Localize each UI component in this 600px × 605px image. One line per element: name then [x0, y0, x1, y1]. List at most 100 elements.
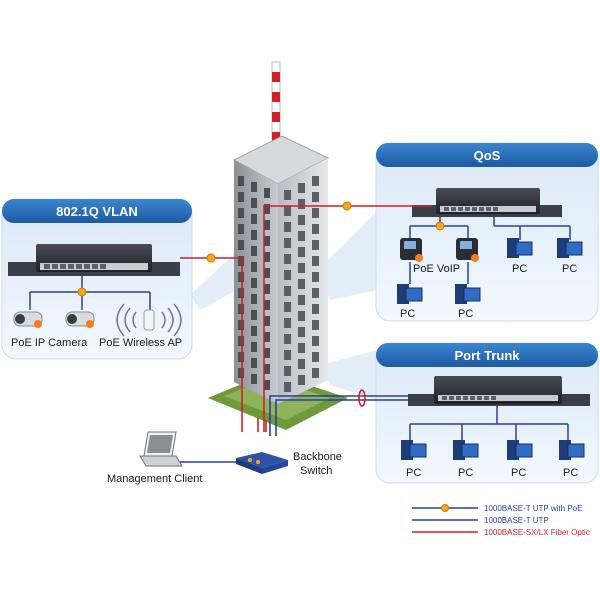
building-window	[312, 224, 319, 234]
legend-label: 1000BASE-T UTP with PoE	[484, 504, 582, 513]
building-window	[312, 352, 319, 362]
building-window	[251, 246, 257, 256]
pc-label: PC	[400, 308, 415, 320]
pc-icon	[455, 284, 481, 304]
building-window	[312, 176, 319, 186]
building-window	[251, 310, 257, 320]
vlan-panel-header	[2, 199, 192, 223]
building-window	[298, 295, 305, 305]
pc-label: PC	[406, 467, 421, 479]
pc-icon	[397, 284, 423, 304]
pc-icon	[559, 440, 585, 460]
building-window	[264, 284, 270, 294]
pc-label: PC	[512, 263, 527, 275]
beam-trunk	[320, 350, 378, 400]
trunk-links	[269, 395, 408, 436]
trunk-panel-header	[376, 343, 598, 367]
building-window	[312, 320, 319, 330]
building-window	[298, 215, 305, 225]
poe-voip-label: PoE VoIP	[413, 263, 460, 275]
building-window	[284, 318, 291, 328]
laptop-icon	[139, 431, 183, 467]
building-window	[251, 278, 257, 288]
vlan-panel: 802.1Q VLAN PoE IP Camera PoE W	[1, 198, 193, 360]
qos-panel-title: QoS	[474, 148, 501, 163]
building-window	[264, 380, 270, 390]
building-window	[238, 320, 244, 330]
building-window	[298, 263, 305, 273]
building-window	[264, 348, 270, 358]
building-window	[284, 366, 291, 376]
switch-label: Switch	[300, 465, 332, 477]
building-window	[312, 240, 319, 250]
fiber-qos-marker	[342, 201, 352, 211]
building-window	[312, 336, 319, 346]
building-window	[238, 336, 244, 346]
building-window	[298, 375, 305, 385]
building-window	[298, 199, 305, 209]
building-window	[238, 256, 244, 266]
building-window	[298, 183, 305, 193]
building-window	[238, 192, 244, 202]
building-window	[312, 288, 319, 298]
ip-camera-icon	[65, 311, 95, 328]
voip-phone-icon	[456, 238, 479, 262]
building-window	[284, 206, 291, 216]
building-window	[251, 262, 257, 272]
qos-switch	[412, 188, 562, 217]
trunk-panel-title: Port Trunk	[454, 348, 520, 363]
poe-wireless-ap-label: PoE Wireless AP	[99, 337, 182, 349]
building-window	[298, 247, 305, 257]
building-window	[298, 311, 305, 321]
building-window	[251, 214, 257, 224]
pc-icon	[401, 440, 427, 460]
building-window	[298, 343, 305, 353]
building-window	[238, 368, 244, 378]
building-window	[238, 352, 244, 362]
building-window	[238, 288, 244, 298]
building-window	[312, 272, 319, 282]
building-window	[238, 304, 244, 314]
building-window	[284, 222, 291, 232]
ip-camera-icon	[13, 311, 43, 328]
building-window	[264, 252, 270, 262]
legend-poe-dot	[441, 504, 449, 512]
legend-label: 1000BASE-T UTP	[484, 516, 549, 525]
qos-panel-header	[376, 143, 598, 167]
building-window	[284, 254, 291, 264]
vlan-poe-dot	[77, 287, 87, 297]
beam-qos	[318, 210, 378, 300]
building-window	[312, 192, 319, 202]
building-window	[264, 236, 270, 246]
pc-label: PC	[563, 467, 578, 479]
building-window	[264, 268, 270, 278]
building-window	[264, 204, 270, 214]
building	[208, 61, 348, 430]
building-window	[284, 238, 291, 248]
building-window	[264, 364, 270, 374]
legend: 1000BASE-T UTP with PoE 1000BASE-T UTP 1…	[412, 504, 590, 537]
building-window	[238, 208, 244, 218]
qos-poe-dot	[435, 221, 445, 231]
building-window	[251, 182, 257, 192]
pc-icon	[453, 440, 479, 460]
pc-label: PC	[458, 308, 473, 320]
backbone-label: Backbone	[293, 451, 342, 463]
building-window	[264, 220, 270, 230]
vlan-cabling	[29, 276, 151, 312]
building-window	[312, 304, 319, 314]
building-window	[298, 359, 305, 369]
building-window	[264, 300, 270, 310]
building-window	[251, 342, 257, 352]
trunk-panel: Port Trunk PC PC PC PC	[375, 342, 599, 484]
building-window	[251, 358, 257, 368]
pc-label: PC	[562, 263, 577, 275]
building-window	[238, 224, 244, 234]
pc-label: PC	[458, 467, 473, 479]
building-window	[284, 334, 291, 344]
building-window	[238, 176, 244, 186]
wireless-ap-icon	[116, 303, 182, 337]
pc-icon	[507, 440, 533, 460]
